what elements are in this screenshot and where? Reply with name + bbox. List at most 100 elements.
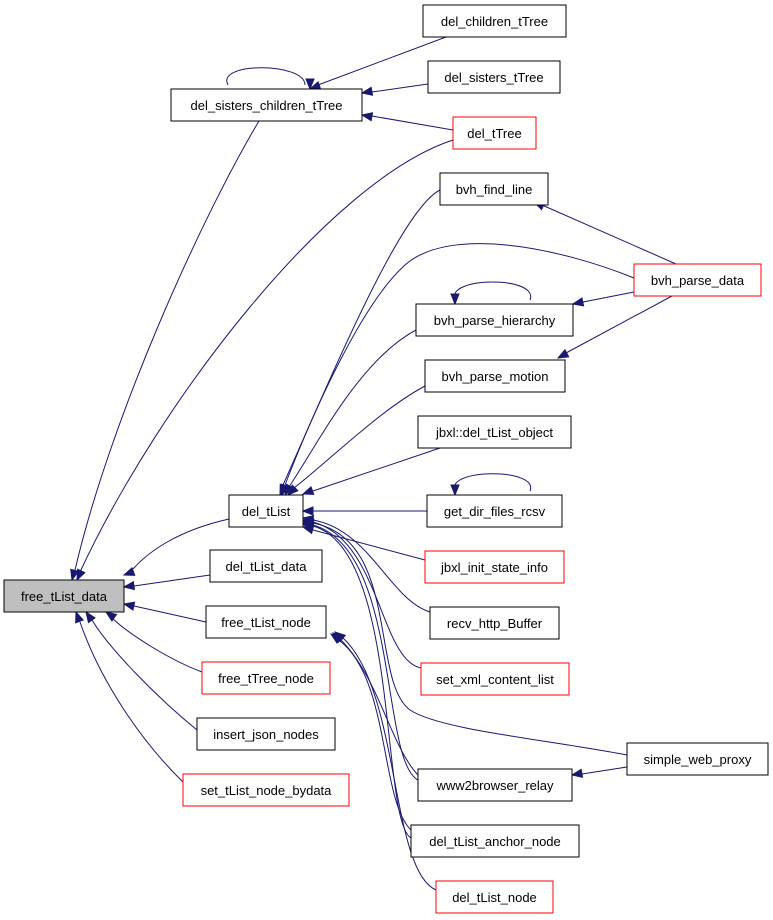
node-del-sisters-ttree[interactable]: del_sisters_tTree: [427, 60, 561, 94]
edge-anchor-to-deltlist: [312, 525, 412, 839]
node-jbxl-del-tlist-object[interactable]: jbxl::del_tList_object: [417, 415, 572, 449]
node-get-dir-files-rcsv[interactable]: get_dir_files_rcsv: [426, 494, 563, 528]
edge-freenode-to-root: [133, 605, 207, 623]
node-free-tlist-data[interactable]: free_tList_data: [3, 579, 125, 613]
edge-proxy-to-www2: [581, 766, 628, 775]
edge-deltlistnode-to-freenode-arrowhead: [333, 631, 347, 643]
node-free-tlist-node[interactable]: free_tList_node: [205, 605, 327, 639]
edge-insertjson-to-root-arrowhead: [85, 610, 96, 624]
edge-getdir-to-deltlist-arrowhead: [301, 506, 314, 516]
node-label: del_tTree: [467, 126, 521, 141]
node-set-tlist-node-bydata[interactable]: set_tList_node_bydata: [182, 773, 350, 807]
node-free-ttree-node[interactable]: free_tTree_node: [201, 661, 331, 695]
node-label: free_tList_node: [221, 615, 311, 630]
edge-parsedata-to-hierarchy-arrowhead: [571, 297, 585, 307]
edge-parsedata-to-motion-arrowhead: [556, 348, 570, 359]
node-label: bvh_parse_motion: [442, 369, 549, 384]
edge-deltlist-to-root-arrowhead: [122, 566, 136, 576]
node-label: set_tList_node_bydata: [201, 783, 333, 798]
node-jbxl-init-state-info[interactable]: jbxl_init_state_info: [424, 550, 565, 584]
edge-hierarchy-to-deltlist: [288, 329, 417, 488]
node-label: jbxl::del_tList_object: [435, 425, 553, 440]
node-label: get_dir_files_rcsv: [444, 504, 546, 519]
node-bvh-parse-data[interactable]: bvh_parse_data: [633, 263, 762, 297]
node-del-ttree[interactable]: del_tTree: [452, 116, 537, 150]
edge-hierarchy-self: [453, 281, 532, 301]
node-label: bvh_find_line: [456, 182, 533, 197]
edge-sisters-children-to-root-arrowhead: [70, 568, 80, 582]
edge-findline-to-deltlist: [282, 189, 441, 486]
node-label: www2browser_relay: [435, 778, 554, 793]
edge-motion-to-deltlist: [293, 385, 426, 489]
edge-initstate-to-deltlist: [312, 529, 426, 561]
node-label: simple_web_proxy: [644, 752, 752, 767]
edge-motion-to-deltlist-arrowhead: [287, 484, 299, 496]
edge-object-to-deltlist: [312, 447, 441, 492]
node-label: recv_http_Buffer: [447, 616, 543, 631]
edge-object-to-deltlist-arrowhead: [301, 485, 315, 495]
edge-sisters-children-self: [226, 67, 306, 86]
node-del-tlist-data[interactable]: del_tList_data: [209, 549, 323, 583]
edge-recv-to-deltlist: [312, 519, 431, 613]
node-label: del_tList: [242, 504, 291, 519]
edge-getdir-self-arrowhead: [450, 484, 460, 497]
edge-parsedata-to-deltlist: [284, 243, 635, 486]
edge-insertjson-to-root: [91, 619, 198, 731]
node-bvh-parse-hierarchy[interactable]: bvh_parse_hierarchy: [415, 303, 574, 337]
edge-sisters-children-self-arrowhead: [305, 78, 315, 91]
edge-parsedata-to-hierarchy: [582, 291, 635, 303]
edge-deltree-to-sisters-children: [371, 115, 454, 131]
node-label: bvh_parse_hierarchy: [434, 313, 556, 328]
node-label: bvh_parse_data: [651, 273, 745, 288]
node-label: del_tList_node: [452, 890, 537, 905]
edge-getdir-self: [453, 473, 532, 492]
node-label: del_tList_data: [226, 559, 308, 574]
edge-www2-to-freenode: [340, 639, 419, 776]
edge-deltree-to-root: [79, 139, 454, 573]
node-label: del_sisters_children_tTree: [191, 98, 343, 113]
edge-deltlistnode-to-freenode: [342, 637, 437, 891]
edge-freettree-to-root: [111, 617, 203, 673]
edge-setxml-to-deltlist: [312, 521, 422, 669]
node-del-tlist[interactable]: del_tList: [228, 494, 304, 528]
node-label: insert_json_nodes: [213, 727, 319, 742]
node-label: free_tTree_node: [218, 671, 314, 686]
edge-hierarchy-self-arrowhead: [450, 293, 460, 306]
edge-proxy-to-www2-arrowhead: [570, 768, 584, 778]
edge-deltlistdata-to-root: [133, 574, 211, 587]
edge-sisters-to-sisters-children-arrowhead: [360, 86, 374, 96]
edge-deltlistdata-to-root-arrowhead: [122, 580, 136, 591]
node-insert-json-nodes[interactable]: insert_json_nodes: [196, 717, 336, 751]
edge-sisters-children-to-root: [74, 120, 260, 571]
node-del-tlist-anchor-node[interactable]: del_tList_anchor_node: [410, 824, 580, 858]
node-bvh-find-line[interactable]: bvh_find_line: [439, 172, 549, 206]
node-label: set_xml_content_list: [436, 672, 554, 687]
edge-anchor-to-deltlist-arrowhead: [301, 523, 315, 533]
node-bvh-parse-motion[interactable]: bvh_parse_motion: [424, 359, 566, 393]
node-label: del_sisters_tTree: [444, 70, 543, 85]
edge-anchor-to-freenode: [339, 640, 412, 831]
node-del-sisters-children-ttree[interactable]: del_sisters_children_tTree: [170, 88, 363, 122]
edge-parsedata-to-findline: [541, 204, 677, 265]
edge-deltlist-to-root: [132, 518, 230, 570]
edge-simpleproxy-to-deltlist: [312, 522, 628, 756]
edge-deltree-to-sisters-children-arrowhead: [360, 112, 374, 122]
node-label: jbxl_init_state_info: [440, 560, 548, 575]
edges-layer: [70, 36, 677, 891]
edge-settlist-to-root-arrowhead: [75, 610, 85, 624]
node-set-xml-content-list[interactable]: set_xml_content_list: [420, 662, 570, 696]
node-www2browser-relay[interactable]: www2browser_relay: [417, 768, 573, 802]
edge-parsedata-to-motion: [565, 295, 673, 354]
node-label: del_tList_anchor_node: [429, 834, 561, 849]
edge-sisters-to-sisters-children: [371, 83, 429, 93]
node-recv-http-buffer[interactable]: recv_http_Buffer: [429, 606, 560, 640]
node-del-tlist-node[interactable]: del_tList_node: [435, 880, 554, 914]
edge-settlist-to-root: [79, 621, 184, 783]
node-del-children-ttree[interactable]: del_children_tTree: [422, 4, 567, 38]
edge-deltree-to-root-arrowhead: [76, 568, 86, 582]
edge-freettree-to-root-arrowhead: [104, 611, 118, 622]
node-simple-web-proxy[interactable]: simple_web_proxy: [626, 742, 769, 776]
node-label: del_children_tTree: [441, 14, 548, 29]
edge-freenode-to-root-arrowhead: [122, 601, 136, 611]
